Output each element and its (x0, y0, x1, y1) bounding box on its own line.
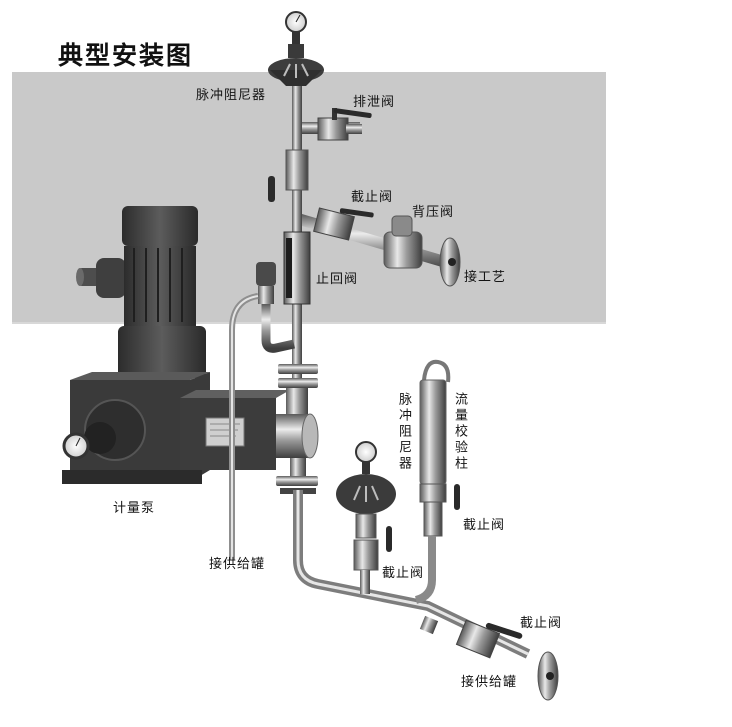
label-stop-valve-upper: 截止阀 (351, 190, 394, 205)
suction-line (229, 262, 531, 659)
label-back-pressure-valve: 背压阀 (412, 205, 455, 220)
pulse-damper-lower (336, 441, 396, 594)
label-calibration-column: 流量校验柱 (452, 392, 467, 472)
label-pulse-damper-lower: 脉冲阻尼器 (396, 392, 411, 472)
diagram-title: 典型安装图 (58, 41, 194, 70)
label-stop-valve-column: 截止阀 (463, 518, 506, 533)
drain-valve (302, 108, 372, 141)
label-pulse-damper-top: 脉冲阻尼器 (196, 88, 267, 103)
label-check-valve: 止回阀 (316, 272, 359, 287)
metering-pump (62, 206, 319, 484)
label-stop-valve-damper: 截止阀 (382, 566, 425, 581)
label-metering-pump: 计量泵 (113, 501, 156, 516)
calibration-column (414, 359, 460, 604)
label-to-supply-tank-bottom: 接供给罐 (461, 675, 518, 690)
bottom-valve-assembly (419, 615, 559, 701)
pulse-damper-top (268, 11, 324, 86)
process-branch (302, 207, 461, 287)
label-drain-valve: 排泄阀 (353, 95, 396, 110)
label-to-supply-tank-left: 接供给罐 (209, 557, 266, 572)
label-stop-valve-bottom: 截止阀 (520, 616, 563, 631)
label-to-process: 接工艺 (464, 270, 507, 285)
